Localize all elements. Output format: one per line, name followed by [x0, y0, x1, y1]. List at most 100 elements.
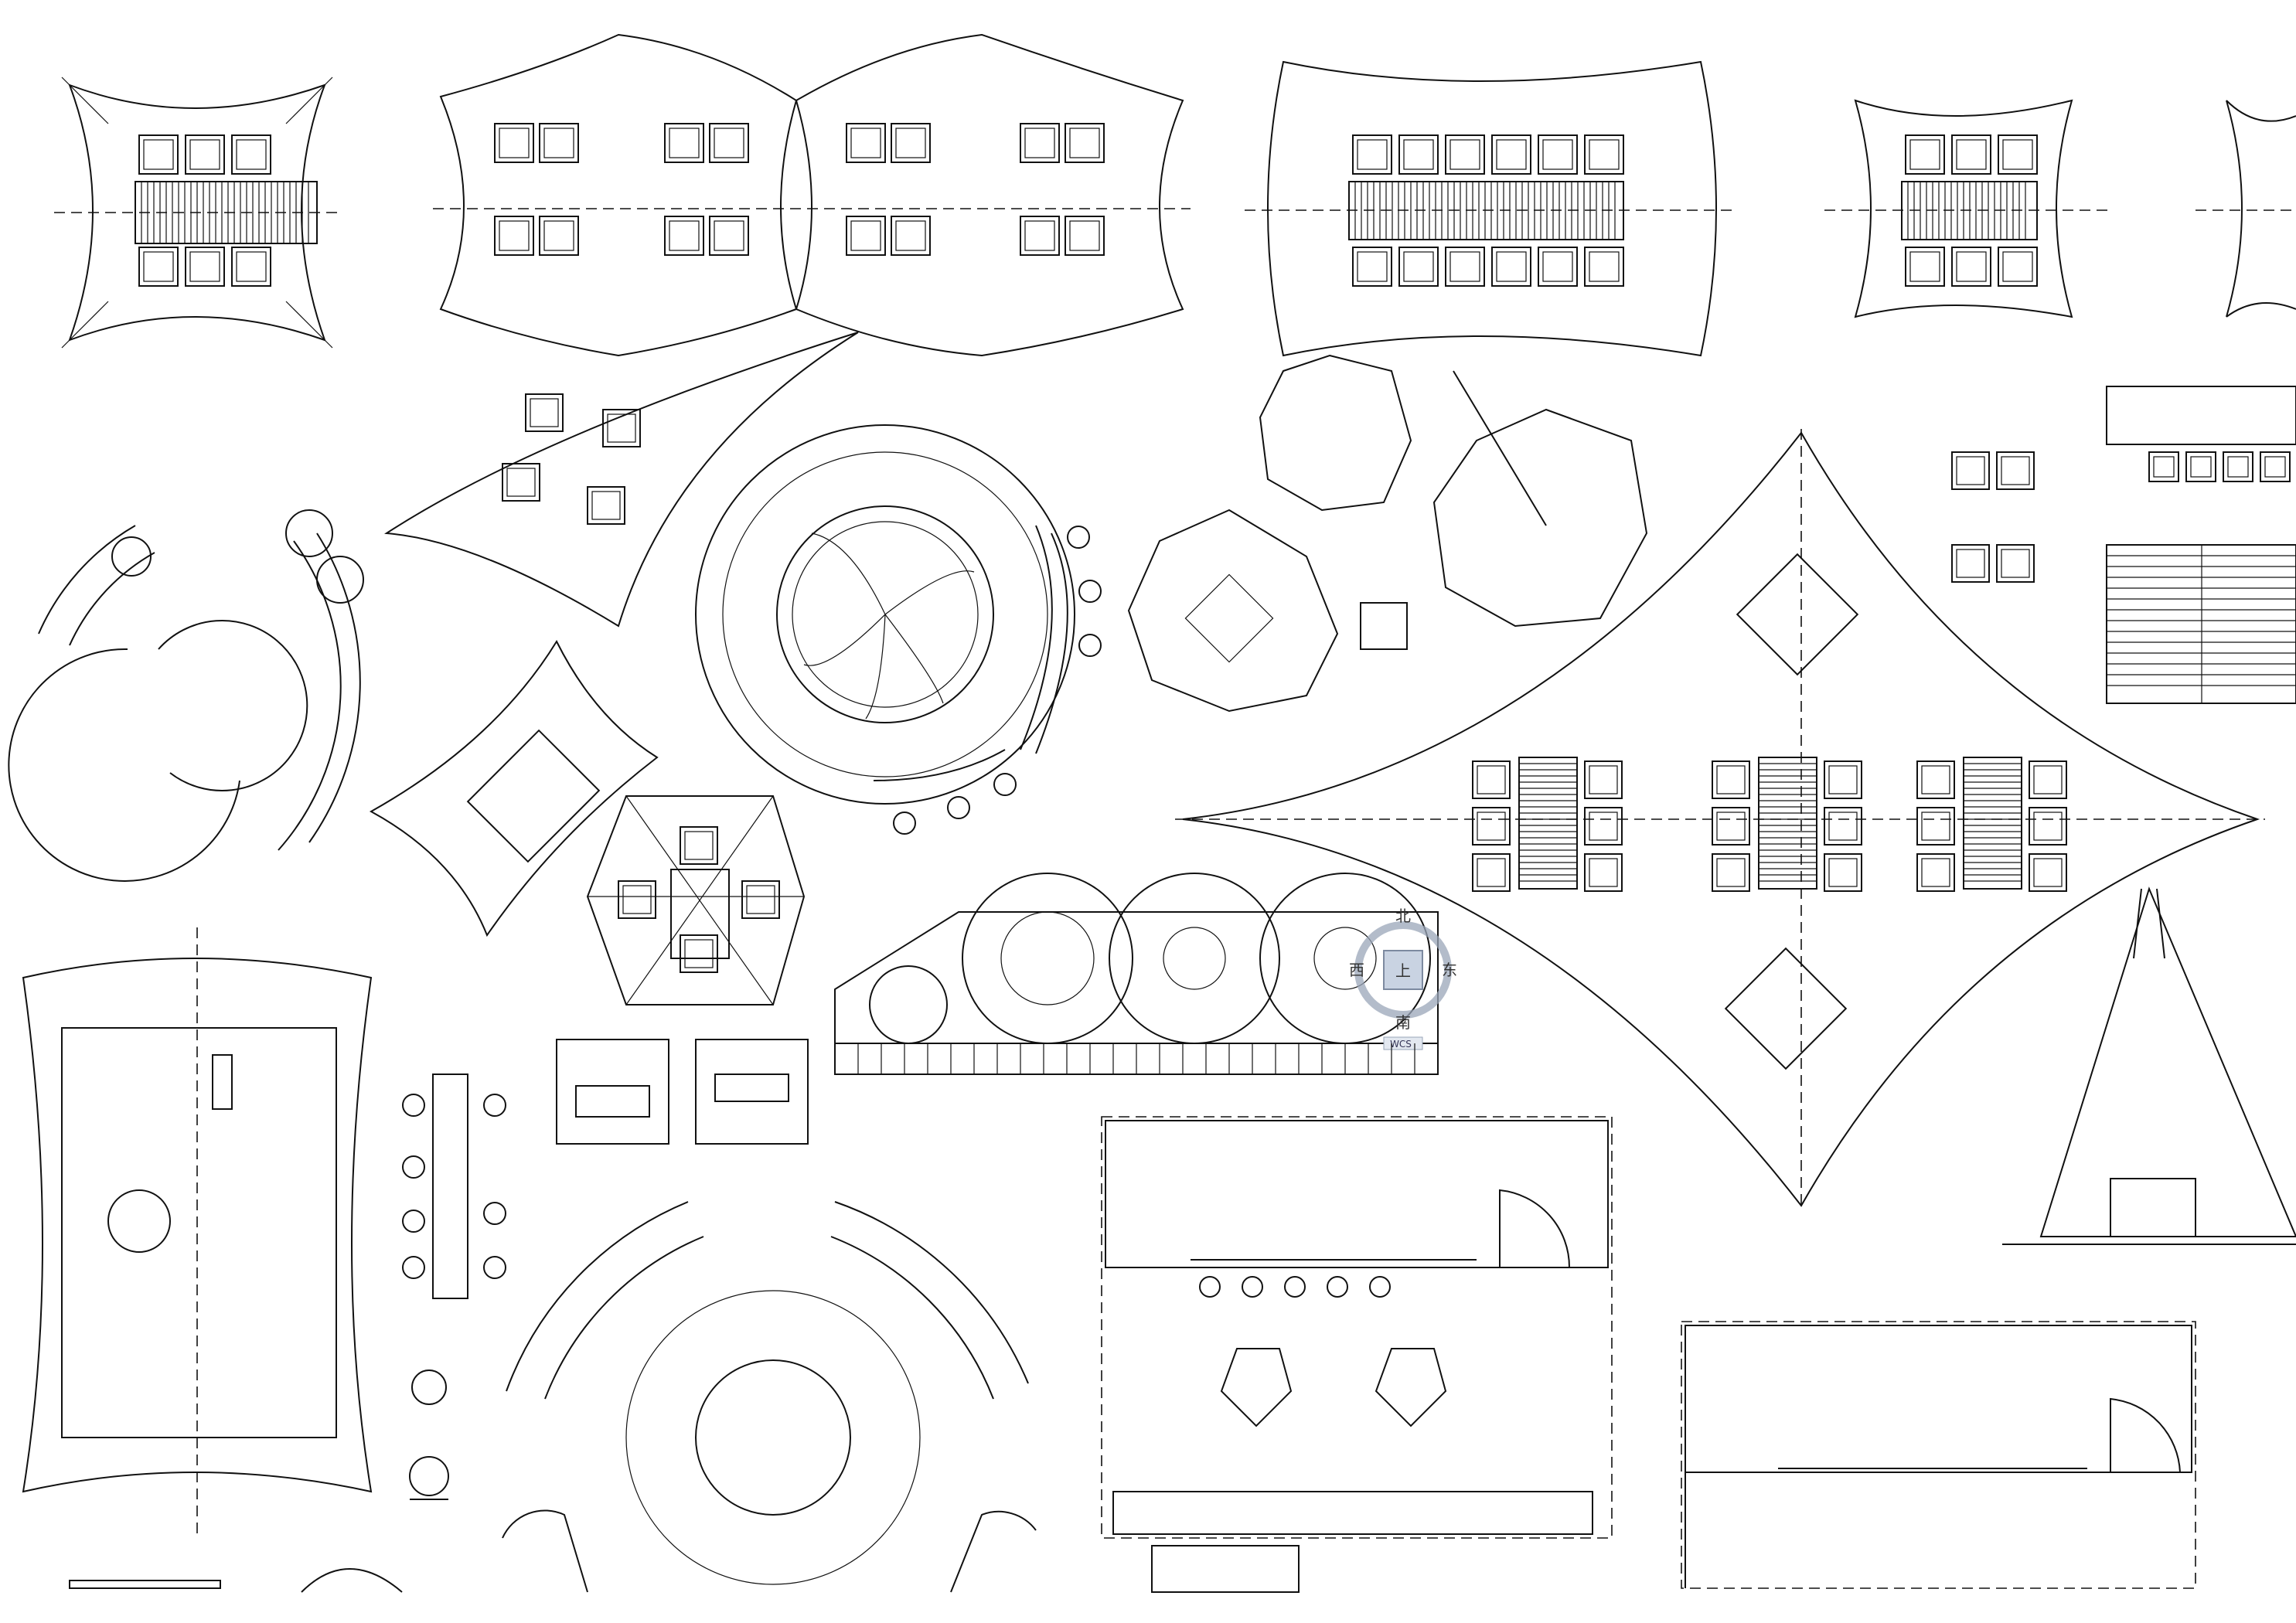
chair-seat	[1542, 139, 1573, 170]
pavilion-outline	[1681, 1321, 2196, 1589]
chair-seat	[236, 139, 267, 170]
chair-seat	[1496, 251, 1527, 282]
chair-seat	[895, 220, 926, 251]
chair-seat	[1956, 139, 1987, 170]
chair-seat	[1909, 251, 1940, 282]
table-icon	[1518, 757, 1578, 890]
chair-icon	[1352, 134, 1392, 175]
chair-seat	[2264, 456, 2286, 478]
bench-icon	[695, 1039, 809, 1145]
chair-icon	[602, 409, 641, 447]
chair-icon	[1538, 247, 1578, 287]
viewcube-south[interactable]: 南	[1395, 1013, 1411, 1032]
chair-icon	[1951, 247, 1991, 287]
bar-table-with-stools	[402, 1073, 506, 1299]
chair-icon	[138, 134, 179, 175]
chair-seat	[1024, 220, 1055, 251]
chair-seat	[189, 139, 220, 170]
chair-icon	[185, 134, 225, 175]
chair-icon	[680, 934, 718, 973]
chair-seat	[1024, 128, 1055, 158]
chair-seat	[236, 251, 267, 282]
chair-seat	[2033, 812, 2063, 841]
chair-icon	[1352, 247, 1392, 287]
chair-icon	[1472, 760, 1511, 799]
chair-icon	[1916, 853, 1955, 892]
chair-seat	[2153, 456, 2175, 478]
viewcube-icon[interactable]: 上 北 南 东 西 WCS	[1349, 907, 1457, 1050]
chair-icon	[1020, 216, 1060, 256]
viewcube-north[interactable]: 北	[1395, 907, 1411, 925]
umbrella-icon	[1127, 509, 1339, 713]
chair-seat	[684, 831, 714, 860]
table-icon	[1963, 757, 2022, 890]
tree-icon	[111, 536, 152, 577]
umbrella-icon	[1220, 1348, 1293, 1427]
chair-seat	[1403, 251, 1434, 282]
chair-seat	[622, 885, 652, 914]
chair-icon	[1584, 807, 1623, 846]
chair-seat	[2002, 251, 2033, 282]
chair-icon	[664, 216, 704, 256]
chair-icon	[1905, 247, 1945, 287]
chair-seat	[895, 128, 926, 158]
chair-seat	[746, 885, 775, 914]
viewcube-face[interactable]	[1383, 950, 1423, 990]
chair-seat	[1828, 858, 1858, 887]
octagonal-umbrellas	[1127, 354, 1648, 713]
firepit-icon	[776, 505, 994, 723]
chair-seat	[143, 251, 174, 282]
chair-seat	[189, 251, 220, 282]
firepit-icon	[695, 1359, 851, 1516]
chair-seat	[1069, 128, 1100, 158]
chair-icon	[1472, 853, 1511, 892]
chair-seat	[714, 220, 744, 251]
table-icon	[670, 869, 730, 959]
chair-seat	[1477, 812, 1506, 841]
chair-icon	[1445, 247, 1485, 287]
chair-icon	[891, 123, 931, 163]
chair-seat	[1921, 858, 1950, 887]
chair-seat	[499, 220, 530, 251]
chair-seat	[1542, 251, 1573, 282]
chair-seat	[543, 128, 574, 158]
chair-icon	[1398, 247, 1439, 287]
chair-seat	[2001, 549, 2030, 578]
chair-icon	[1996, 544, 2035, 583]
chair-icon	[709, 216, 749, 256]
chair-seat	[2227, 456, 2249, 478]
chair-icon	[1951, 544, 1990, 583]
chair-seat	[850, 220, 881, 251]
teepee	[2002, 886, 2296, 1245]
chair-seat	[2033, 765, 2063, 794]
chair-icon	[1584, 853, 1623, 892]
chair-icon	[741, 880, 780, 919]
large-diamond-sail	[1175, 429, 2265, 1210]
chair-icon	[1905, 134, 1945, 175]
keyboard-icon	[212, 1054, 233, 1110]
viewcube-east[interactable]: 东	[1442, 961, 1457, 979]
chair-icon	[891, 216, 931, 256]
chair-icon	[525, 393, 564, 432]
chair-icon	[539, 123, 579, 163]
table-icon	[1758, 757, 1817, 890]
chair-seat	[1828, 812, 1858, 841]
chair-seat	[1909, 139, 1940, 170]
firepit-circle-seating	[502, 1201, 1037, 1593]
chair-seat	[1589, 251, 1620, 282]
chair-seat	[2001, 456, 2030, 485]
chair-icon	[618, 880, 656, 919]
chair-seat	[1716, 812, 1746, 841]
kitchen-courtyard	[1101, 1116, 1613, 1593]
wcs-menu-icon[interactable]	[1383, 1036, 1423, 1050]
chair-seat	[669, 128, 700, 158]
chair-seat	[607, 413, 636, 443]
chair-icon	[2148, 451, 2179, 482]
viewcube-west[interactable]: 西	[1349, 961, 1364, 979]
chair-seat	[1496, 139, 1527, 170]
partial-objects-bottom	[69, 1370, 449, 1593]
bar-counter-right	[2106, 386, 2296, 704]
tree-icon	[316, 556, 364, 604]
chair-icon	[1824, 853, 1862, 892]
